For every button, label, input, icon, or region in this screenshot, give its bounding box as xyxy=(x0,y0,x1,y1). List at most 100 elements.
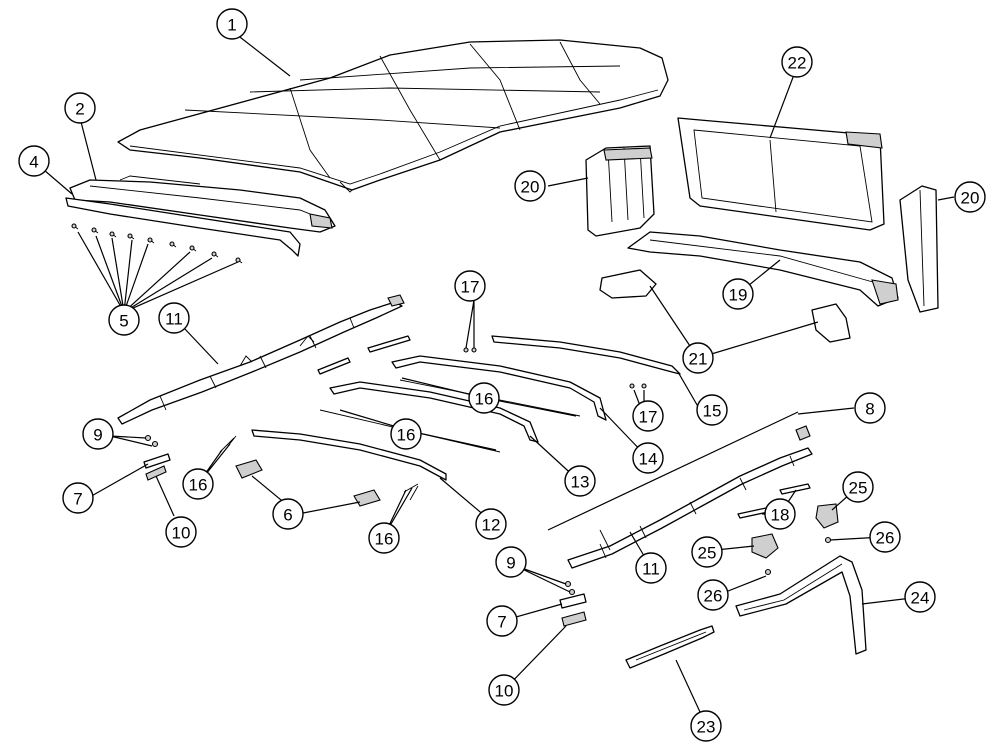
front-header-part-2-4 xyxy=(65,175,336,257)
callout-2: 2 xyxy=(64,92,96,124)
callout-11: 11 xyxy=(158,302,190,334)
callout-16: 16 xyxy=(390,418,422,450)
callout-circle xyxy=(454,270,486,302)
rear-header-part-19 xyxy=(627,231,899,307)
clips-left-part-9-7-10 xyxy=(143,434,171,481)
callout-circle xyxy=(854,392,886,424)
callout-10: 10 xyxy=(488,674,520,706)
screws-part-5 xyxy=(71,223,243,264)
quarter-trim-part-20-left xyxy=(585,145,655,237)
callout-number: 16 xyxy=(397,426,416,445)
callout-14: 14 xyxy=(632,442,664,474)
callout-17: 17 xyxy=(632,400,664,432)
callout-circle xyxy=(272,498,304,530)
callout-circle xyxy=(165,516,197,548)
callout-circle xyxy=(368,522,400,554)
callout-number: 16 xyxy=(475,390,494,409)
latch-blocks-part-6 xyxy=(235,459,381,507)
callout-16: 16 xyxy=(468,382,500,414)
roof-panel-part-1 xyxy=(117,39,669,193)
fasteners-part-26 xyxy=(764,536,832,576)
callout-circle xyxy=(697,579,729,611)
callout-number: 10 xyxy=(495,682,514,701)
callout-8: 8 xyxy=(854,392,886,424)
callout-number: 18 xyxy=(771,506,790,525)
callout-number: 8 xyxy=(865,400,874,419)
callout-26: 26 xyxy=(697,579,729,611)
brackets-part-21 xyxy=(599,269,851,343)
d-pillar-trim-part-20-right xyxy=(899,185,939,313)
callout-23: 23 xyxy=(690,710,722,742)
callout-circle xyxy=(475,508,507,540)
callout-number: 7 xyxy=(497,613,506,632)
callout-number: 24 xyxy=(911,589,930,608)
callout-number: 19 xyxy=(729,286,748,305)
callout-7: 7 xyxy=(62,482,94,514)
callout-17: 17 xyxy=(454,270,486,302)
callout-circle xyxy=(18,145,50,177)
callout-circle xyxy=(390,418,422,450)
callout-number: 14 xyxy=(639,450,658,469)
callout-number: 9 xyxy=(506,554,515,573)
callout-circle xyxy=(722,278,754,310)
callout-number: 16 xyxy=(375,530,394,549)
callout-circle xyxy=(954,181,986,213)
callout-7: 7 xyxy=(486,605,518,637)
callout-number: 11 xyxy=(642,560,660,579)
callout-6: 6 xyxy=(272,498,304,530)
callout-25: 25 xyxy=(842,471,874,503)
rail-part-14 xyxy=(391,355,607,421)
callout-9: 9 xyxy=(82,418,114,450)
callout-26: 26 xyxy=(869,521,901,553)
callout-number: 20 xyxy=(521,178,540,197)
callout-20: 20 xyxy=(514,170,546,202)
callout-number: 5 xyxy=(119,312,128,331)
callout-circle xyxy=(632,400,664,432)
callout-circle xyxy=(182,468,214,500)
callout-number: 12 xyxy=(482,516,501,535)
callout-number: 2 xyxy=(75,100,84,119)
door-seal-part-23 xyxy=(625,625,715,669)
wire-harness-upper-part-11 xyxy=(117,294,405,425)
rail-part-15 xyxy=(491,335,681,375)
callout-number: 20 xyxy=(961,189,980,208)
callout-circle xyxy=(216,8,248,40)
callout-20: 20 xyxy=(954,181,986,213)
callout-number: 23 xyxy=(697,718,716,737)
callout-circle xyxy=(682,342,714,374)
callout-25: 25 xyxy=(691,536,723,568)
rail-part-12 xyxy=(251,429,447,481)
callout-circle xyxy=(691,536,723,568)
wire-harness-lower-part-11 xyxy=(567,425,813,569)
callout-number: 22 xyxy=(788,54,807,73)
callout-21: 21 xyxy=(682,342,714,374)
rail-part-13 xyxy=(329,381,539,443)
callout-circle xyxy=(108,304,140,336)
callout-circle xyxy=(842,471,874,503)
callout-19: 19 xyxy=(722,278,754,310)
rods-part-17 xyxy=(317,335,647,389)
callout-circle xyxy=(904,581,936,613)
callout-4: 4 xyxy=(18,145,50,177)
callout-number: 13 xyxy=(571,473,590,492)
clips-lower-part-9-7-10 xyxy=(559,580,587,627)
callout-number: 25 xyxy=(849,479,868,498)
callout-circle xyxy=(781,46,813,78)
callout-number: 17 xyxy=(639,408,658,427)
callout-number: 9 xyxy=(93,426,102,445)
callout-16: 16 xyxy=(182,468,214,500)
callout-1: 1 xyxy=(216,8,248,40)
callout-15: 15 xyxy=(696,394,728,426)
callout-number: 26 xyxy=(876,529,895,548)
callout-circle xyxy=(64,92,96,124)
callout-number: 6 xyxy=(283,506,292,525)
callout-circle xyxy=(564,465,596,497)
leader-lines xyxy=(43,33,955,726)
callout-number: 17 xyxy=(461,278,480,297)
divider-line-part-8 xyxy=(547,411,799,531)
callout-circle xyxy=(696,394,728,426)
callout-number: 21 xyxy=(689,350,708,369)
callout-circle xyxy=(632,442,664,474)
